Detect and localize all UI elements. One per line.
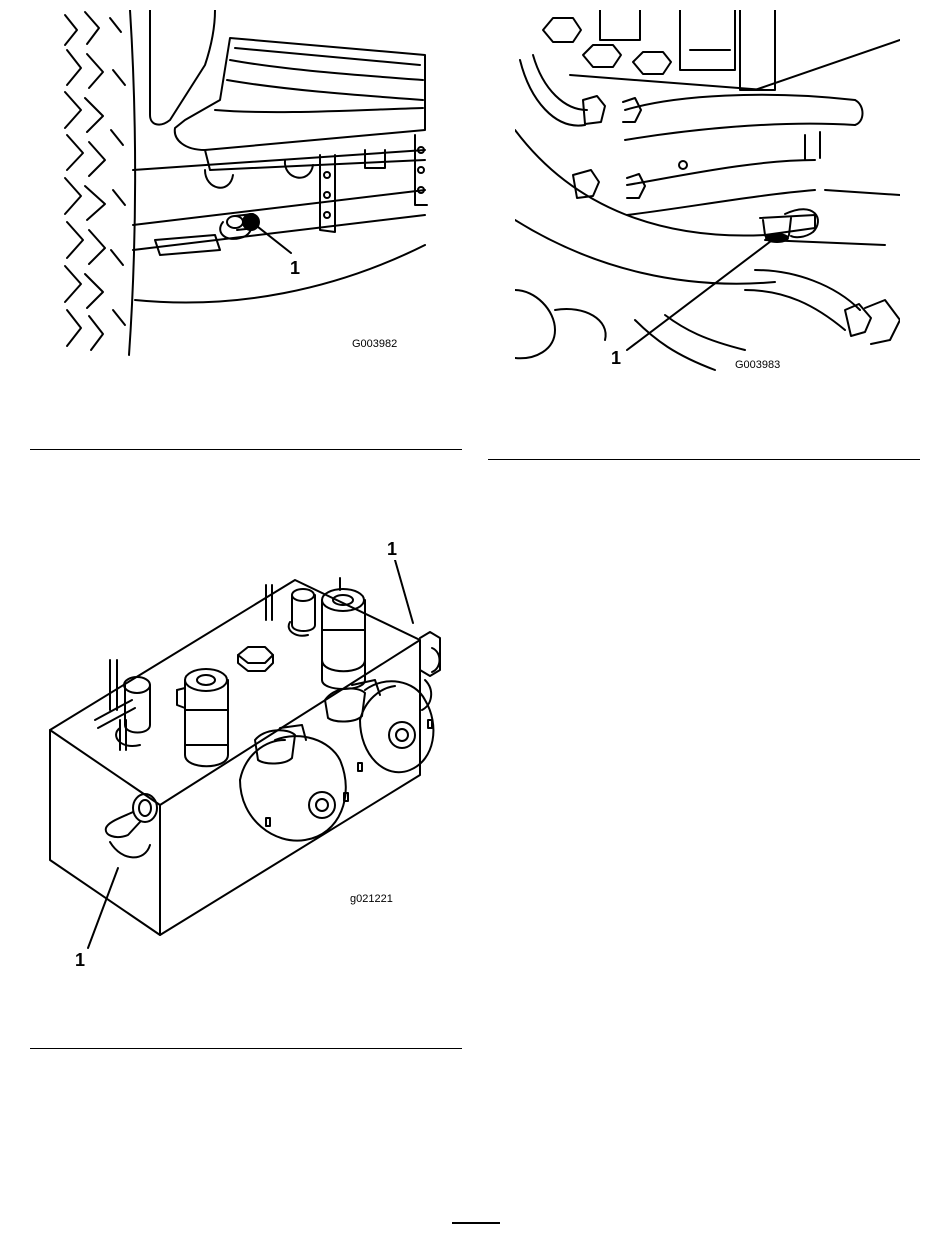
figure1-callout-1: 1 — [290, 259, 300, 277]
figure-hydraulic-manifold — [40, 560, 460, 960]
figure-test-port-under-step — [55, 10, 435, 360]
figure3-callout-1-bottom: 1 — [75, 951, 85, 969]
illustration-manifold-block — [40, 560, 460, 960]
figure-test-port-at-hoses — [515, 10, 900, 380]
illustration-step-test-port — [55, 10, 435, 360]
figure3-graphic-code: g021221 — [350, 893, 393, 905]
test-port-cap-icon — [765, 233, 789, 243]
figure2-graphic-code: G003983 — [735, 359, 780, 371]
test-port-cap-icon — [242, 213, 260, 231]
section-divider-left-bottom — [30, 1048, 462, 1049]
figure3-callout-1-top: 1 — [387, 540, 397, 558]
page-footer-rule — [452, 1222, 500, 1224]
figure2-callout-1: 1 — [611, 349, 621, 367]
tire-tread-icon — [65, 12, 125, 350]
section-divider-right-top — [488, 459, 920, 460]
section-divider-left-top — [30, 449, 462, 450]
illustration-hose-test-port — [515, 10, 900, 380]
figure1-graphic-code: G003982 — [352, 338, 397, 350]
